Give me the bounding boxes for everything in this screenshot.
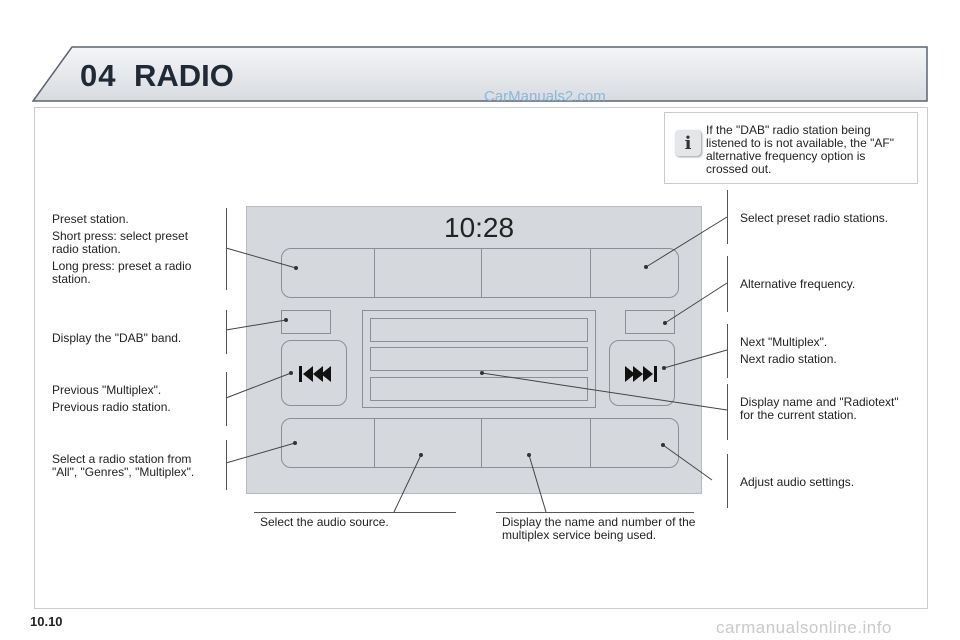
leader-dot — [661, 443, 665, 447]
next-button[interactable] — [609, 340, 675, 406]
footer-watermark: carmanualsonline.info — [716, 618, 892, 637]
leader-dot — [293, 441, 297, 445]
callout-text: Short press: select preset radio station… — [52, 229, 189, 256]
chapter-number: 04 — [80, 58, 117, 93]
callout-rule — [727, 190, 728, 244]
callout-dab-band: Display the "DAB" band. — [52, 331, 182, 345]
header-watermark: CarManuals2.com — [484, 88, 606, 105]
callout-rule — [226, 310, 227, 354]
callout-previous: Previous "Multiplex". Previous radio sta… — [52, 384, 217, 418]
callout-rule — [254, 512, 456, 513]
callout-text: Previous "Multiplex". — [52, 383, 162, 397]
info-text: If the "DAB" radio station being listene… — [706, 123, 894, 176]
callout-rule — [727, 454, 728, 508]
callout-rule — [727, 324, 728, 378]
leader-dot — [289, 371, 293, 375]
callout-rule — [727, 384, 728, 440]
callout-rule — [226, 208, 227, 290]
callout-preset-station: Preset station. Short press: select pres… — [52, 213, 217, 290]
skip-next-icon — [625, 366, 657, 382]
callout-text: Previous radio station. — [52, 400, 171, 414]
callout-rule — [496, 512, 694, 513]
callout-select-station: Select a radio station from "All", "Genr… — [52, 452, 195, 479]
af-button[interactable] — [625, 310, 675, 334]
callout-multiplex-display: Display the name and number of the multi… — [502, 515, 696, 542]
page-number: 10.10 — [30, 614, 63, 629]
leader-dot — [419, 453, 423, 457]
leader-dot — [284, 318, 288, 322]
screen-line-3 — [370, 377, 588, 401]
info-box — [664, 112, 918, 184]
info-icon: i — [675, 130, 701, 156]
screen-line-1 — [370, 318, 588, 342]
callout-text: Preset station. — [52, 212, 129, 226]
callout-display-name: Display name and "Radiotext" for the cur… — [740, 395, 899, 422]
clock-display: 10:28 — [444, 212, 515, 243]
callout-text: Long press: preset a radio station. — [52, 259, 192, 286]
callout-audio-source: Select the audio source. — [260, 515, 389, 529]
callout-select-preset: Select preset radio stations. — [740, 211, 889, 225]
header-bar — [32, 46, 928, 102]
callout-rule — [226, 372, 227, 426]
callout-next: Next "Multiplex". Next radio station. — [740, 336, 920, 370]
function-buttons-row[interactable] — [281, 418, 679, 468]
leader-dot — [663, 321, 667, 325]
dab-button[interactable] — [281, 310, 331, 334]
callout-audio-settings: Adjust audio settings. — [740, 475, 855, 489]
leader-dot — [480, 371, 484, 375]
callout-text: Next "Multiplex". — [740, 335, 828, 349]
function-divider — [374, 419, 375, 467]
leader-dot — [527, 453, 531, 457]
preset-divider — [590, 249, 591, 297]
callout-text: Next radio station. — [740, 352, 837, 366]
screen-line-2 — [370, 347, 588, 371]
callout-rule — [727, 256, 728, 312]
leader-dot — [662, 366, 666, 370]
callout-rule — [226, 440, 227, 490]
page-title: RADIO — [134, 58, 234, 93]
callout-alt-frequency: Alternative frequency. — [740, 277, 856, 291]
preset-divider — [481, 249, 482, 297]
leader-dot — [644, 265, 648, 269]
preset-buttons-row[interactable] — [281, 248, 679, 298]
skip-previous-icon — [299, 366, 331, 382]
leader-dot — [294, 266, 298, 270]
function-divider — [481, 419, 482, 467]
function-divider — [590, 419, 591, 467]
preset-divider — [374, 249, 375, 297]
